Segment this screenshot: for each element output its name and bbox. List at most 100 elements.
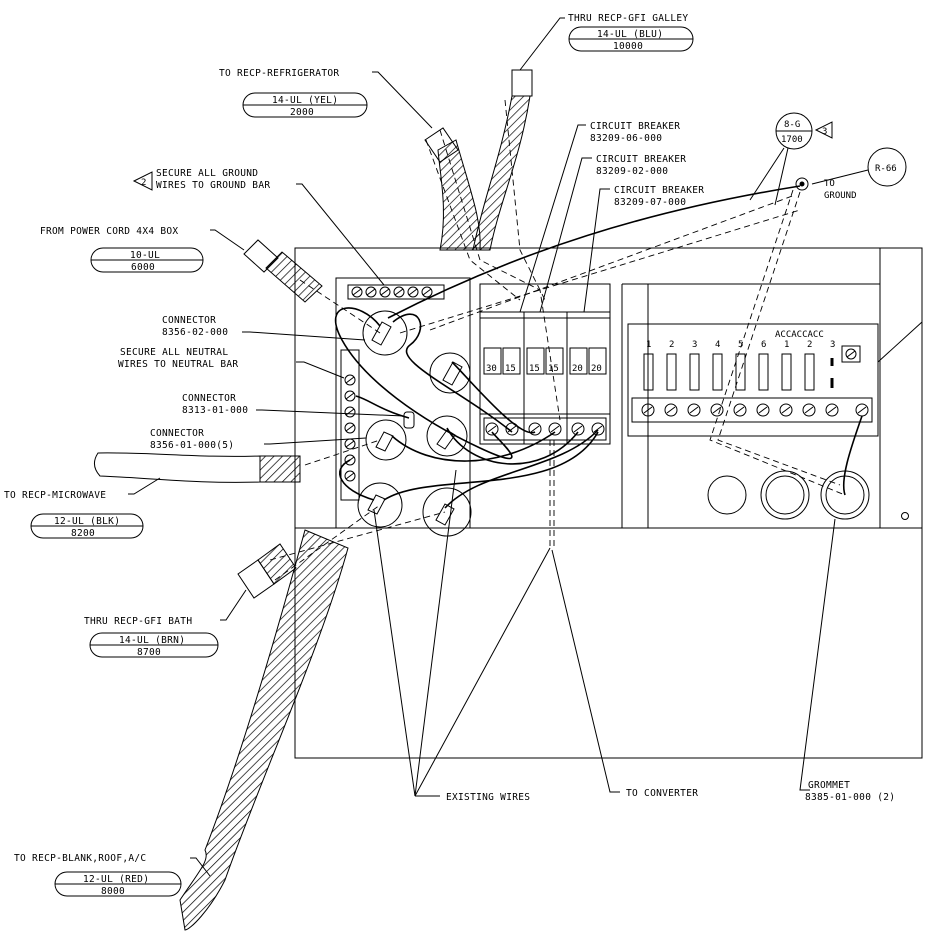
label-r66-bubble: R-66 TO GROUND	[811, 147, 907, 201]
fuse-num-4: 4	[715, 340, 720, 350]
svg-text:8356-01-000(5): 8356-01-000(5)	[150, 440, 234, 451]
svg-text:3: 3	[822, 127, 827, 137]
internal-wires	[334, 307, 863, 509]
label-existing-wires: EXISTING WIRES	[373, 469, 551, 803]
svg-text:2: 2	[141, 178, 146, 188]
label-connector-2: CONNECTOR 8313-01-000	[182, 393, 405, 417]
fuse-terminals	[641, 403, 869, 417]
svg-text:R-66: R-66	[875, 164, 897, 174]
label-circuit-breaker-3: CIRCUIT BREAKER 83209-07-000	[583, 185, 704, 313]
neutral-bar	[340, 349, 360, 501]
fuse-num-2: 2	[669, 340, 674, 350]
cable-power	[243, 239, 323, 303]
svg-text:TO RECP-REFRIGERATOR: TO RECP-REFRIGERATOR	[219, 68, 339, 79]
svg-text:WIRES TO NEUTRAL BAR: WIRES TO NEUTRAL BAR	[118, 359, 238, 370]
label-neutral-note: SECURE ALL NEUTRAL WIRES TO NEUTRAL BAR	[118, 347, 345, 379]
svg-text:14-UL (BLU): 14-UL (BLU)	[597, 29, 663, 40]
breaker-rating-5: 20	[572, 364, 583, 374]
label-connector-1: CONNECTOR 8356-02-000	[162, 315, 366, 341]
fuse-header: ACCACCACC	[775, 330, 824, 340]
label-power-cord: FROM POWER CORD 4X4 BOX 10-UL 6000	[40, 226, 245, 273]
label-bath: THRU RECP-GFI BATH 14-UL (BRN) 8700	[84, 589, 247, 658]
svg-text:8385-01-000 (2): 8385-01-000 (2)	[805, 792, 895, 803]
svg-text:CONNECTOR: CONNECTOR	[182, 393, 236, 404]
svg-text:2000: 2000	[290, 107, 314, 118]
label-to-converter: TO CONVERTER	[551, 549, 698, 799]
cable-bath	[237, 543, 297, 599]
svg-text:TO CONVERTER: TO CONVERTER	[626, 788, 698, 799]
panel-enclosure	[294, 247, 923, 759]
svg-text:THRU RECP-GFI BATH: THRU RECP-GFI BATH	[84, 616, 192, 627]
fuse-num-7: 1	[784, 340, 789, 350]
svg-text:WIRES TO GROUND BAR: WIRES TO GROUND BAR	[156, 180, 270, 191]
ground-wire	[387, 177, 809, 319]
ground-neutral-compartment	[335, 277, 471, 528]
fuse-num-5: 5	[738, 340, 743, 350]
svg-text:12-UL (BLK): 12-UL (BLK)	[54, 516, 120, 527]
svg-text:SECURE ALL NEUTRAL: SECURE ALL NEUTRAL	[120, 347, 228, 358]
svg-text:8700: 8700	[137, 647, 161, 658]
fuse-slots: 1 2 3 4 5 6 1 2 3	[643, 340, 835, 391]
svg-text:TO RECP-MICROWAVE: TO RECP-MICROWAVE	[4, 490, 106, 501]
svg-text:CIRCUIT BREAKER: CIRCUIT BREAKER	[596, 154, 686, 165]
svg-text:6000: 6000	[131, 262, 155, 273]
hidden-wire-paths	[269, 99, 846, 581]
label-microwave: TO RECP-MICROWAVE 12-UL (BLK) 8200	[4, 477, 161, 539]
label-grommet: GROMMET 8385-01-000 (2)	[799, 518, 895, 803]
fuse-num-8: 2	[807, 340, 812, 350]
cable-microwave	[94, 452, 301, 483]
fuse-num-1: 1	[646, 340, 651, 350]
label-circuit-breaker-1: CIRCUIT BREAKER 83209-06-000	[519, 121, 680, 313]
cable-galley	[472, 69, 533, 251]
svg-text:8313-01-000: 8313-01-000	[182, 405, 248, 416]
svg-text:CIRCUIT BREAKER: CIRCUIT BREAKER	[590, 121, 680, 132]
svg-text:GROUND: GROUND	[824, 191, 857, 201]
ground-bar	[347, 284, 445, 300]
svg-text:14-UL (BRN): 14-UL (BRN)	[119, 635, 185, 646]
breaker-rating-2: 15	[505, 364, 516, 374]
svg-text:12-UL (RED): 12-UL (RED)	[83, 874, 149, 885]
fuse-block-leader	[877, 321, 923, 363]
wire-connectors	[357, 310, 472, 537]
label-8g-bubble: 8-G 1700 3	[749, 112, 833, 206]
label-refrigerator: TO RECP-REFRIGERATOR 14-UL (YEL) 2000	[219, 68, 433, 129]
svg-text:8-G: 8-G	[784, 120, 800, 130]
fuse-num-9: 3	[830, 340, 835, 350]
svg-text:TO RECP-BLANK,ROOF,A/C: TO RECP-BLANK,ROOF,A/C	[14, 853, 146, 864]
svg-text:10-UL: 10-UL	[130, 250, 160, 261]
fuse-block: ACCACCACC	[627, 323, 879, 437]
svg-text:TO: TO	[824, 179, 835, 189]
breaker-rating-3: 15	[529, 364, 540, 374]
breaker-rating-4: 15	[548, 364, 559, 374]
label-connector-3: CONNECTOR 8356-01-000(5)	[150, 428, 367, 451]
svg-text:8356-02-000: 8356-02-000	[162, 327, 228, 338]
cable-refrigerator	[424, 127, 481, 251]
breaker-housing	[479, 283, 611, 445]
breaker-rating-1: 30	[486, 364, 497, 374]
svg-text:10000: 10000	[613, 41, 643, 52]
svg-text:FROM POWER CORD 4X4 BOX: FROM POWER CORD 4X4 BOX	[40, 226, 178, 237]
label-circuit-breaker-2: CIRCUIT BREAKER 83209-02-000	[539, 154, 686, 313]
svg-text:CIRCUIT BREAKER: CIRCUIT BREAKER	[614, 185, 704, 196]
breaker-terminals	[483, 417, 607, 441]
svg-text:8000: 8000	[101, 886, 125, 897]
svg-text:EXISTING WIRES: EXISTING WIRES	[446, 792, 530, 803]
label-roof: TO RECP-BLANK,ROOF,A/C 12-UL (RED) 8000	[14, 853, 211, 897]
svg-text:8200: 8200	[71, 528, 95, 539]
fuse-num-6: 6	[761, 340, 766, 350]
breaker-rating-6: 20	[591, 364, 602, 374]
svg-text:83209-07-000: 83209-07-000	[614, 197, 686, 208]
svg-text:GROMMET: GROMMET	[808, 780, 850, 791]
breaker-ratings: 30 15 15 15 20 20	[483, 347, 607, 375]
label-galley: THRU RECP-GFI GALLEY 14-UL (BLU) 10000	[519, 13, 694, 71]
svg-text:1700: 1700	[781, 135, 803, 145]
svg-text:THRU RECP-GFI GALLEY: THRU RECP-GFI GALLEY	[568, 13, 688, 24]
svg-text:14-UL (YEL): 14-UL (YEL)	[272, 95, 338, 106]
svg-text:SECURE ALL GROUND: SECURE ALL GROUND	[156, 168, 258, 179]
cable-roof	[179, 529, 349, 931]
fuse-num-3: 3	[692, 340, 697, 350]
svg-text:83209-02-000: 83209-02-000	[596, 166, 668, 177]
label-ground-note: 2 SECURE ALL GROUND WIRES TO GROUND BAR	[132, 168, 385, 286]
svg-text:83209-06-000: 83209-06-000	[590, 133, 662, 144]
